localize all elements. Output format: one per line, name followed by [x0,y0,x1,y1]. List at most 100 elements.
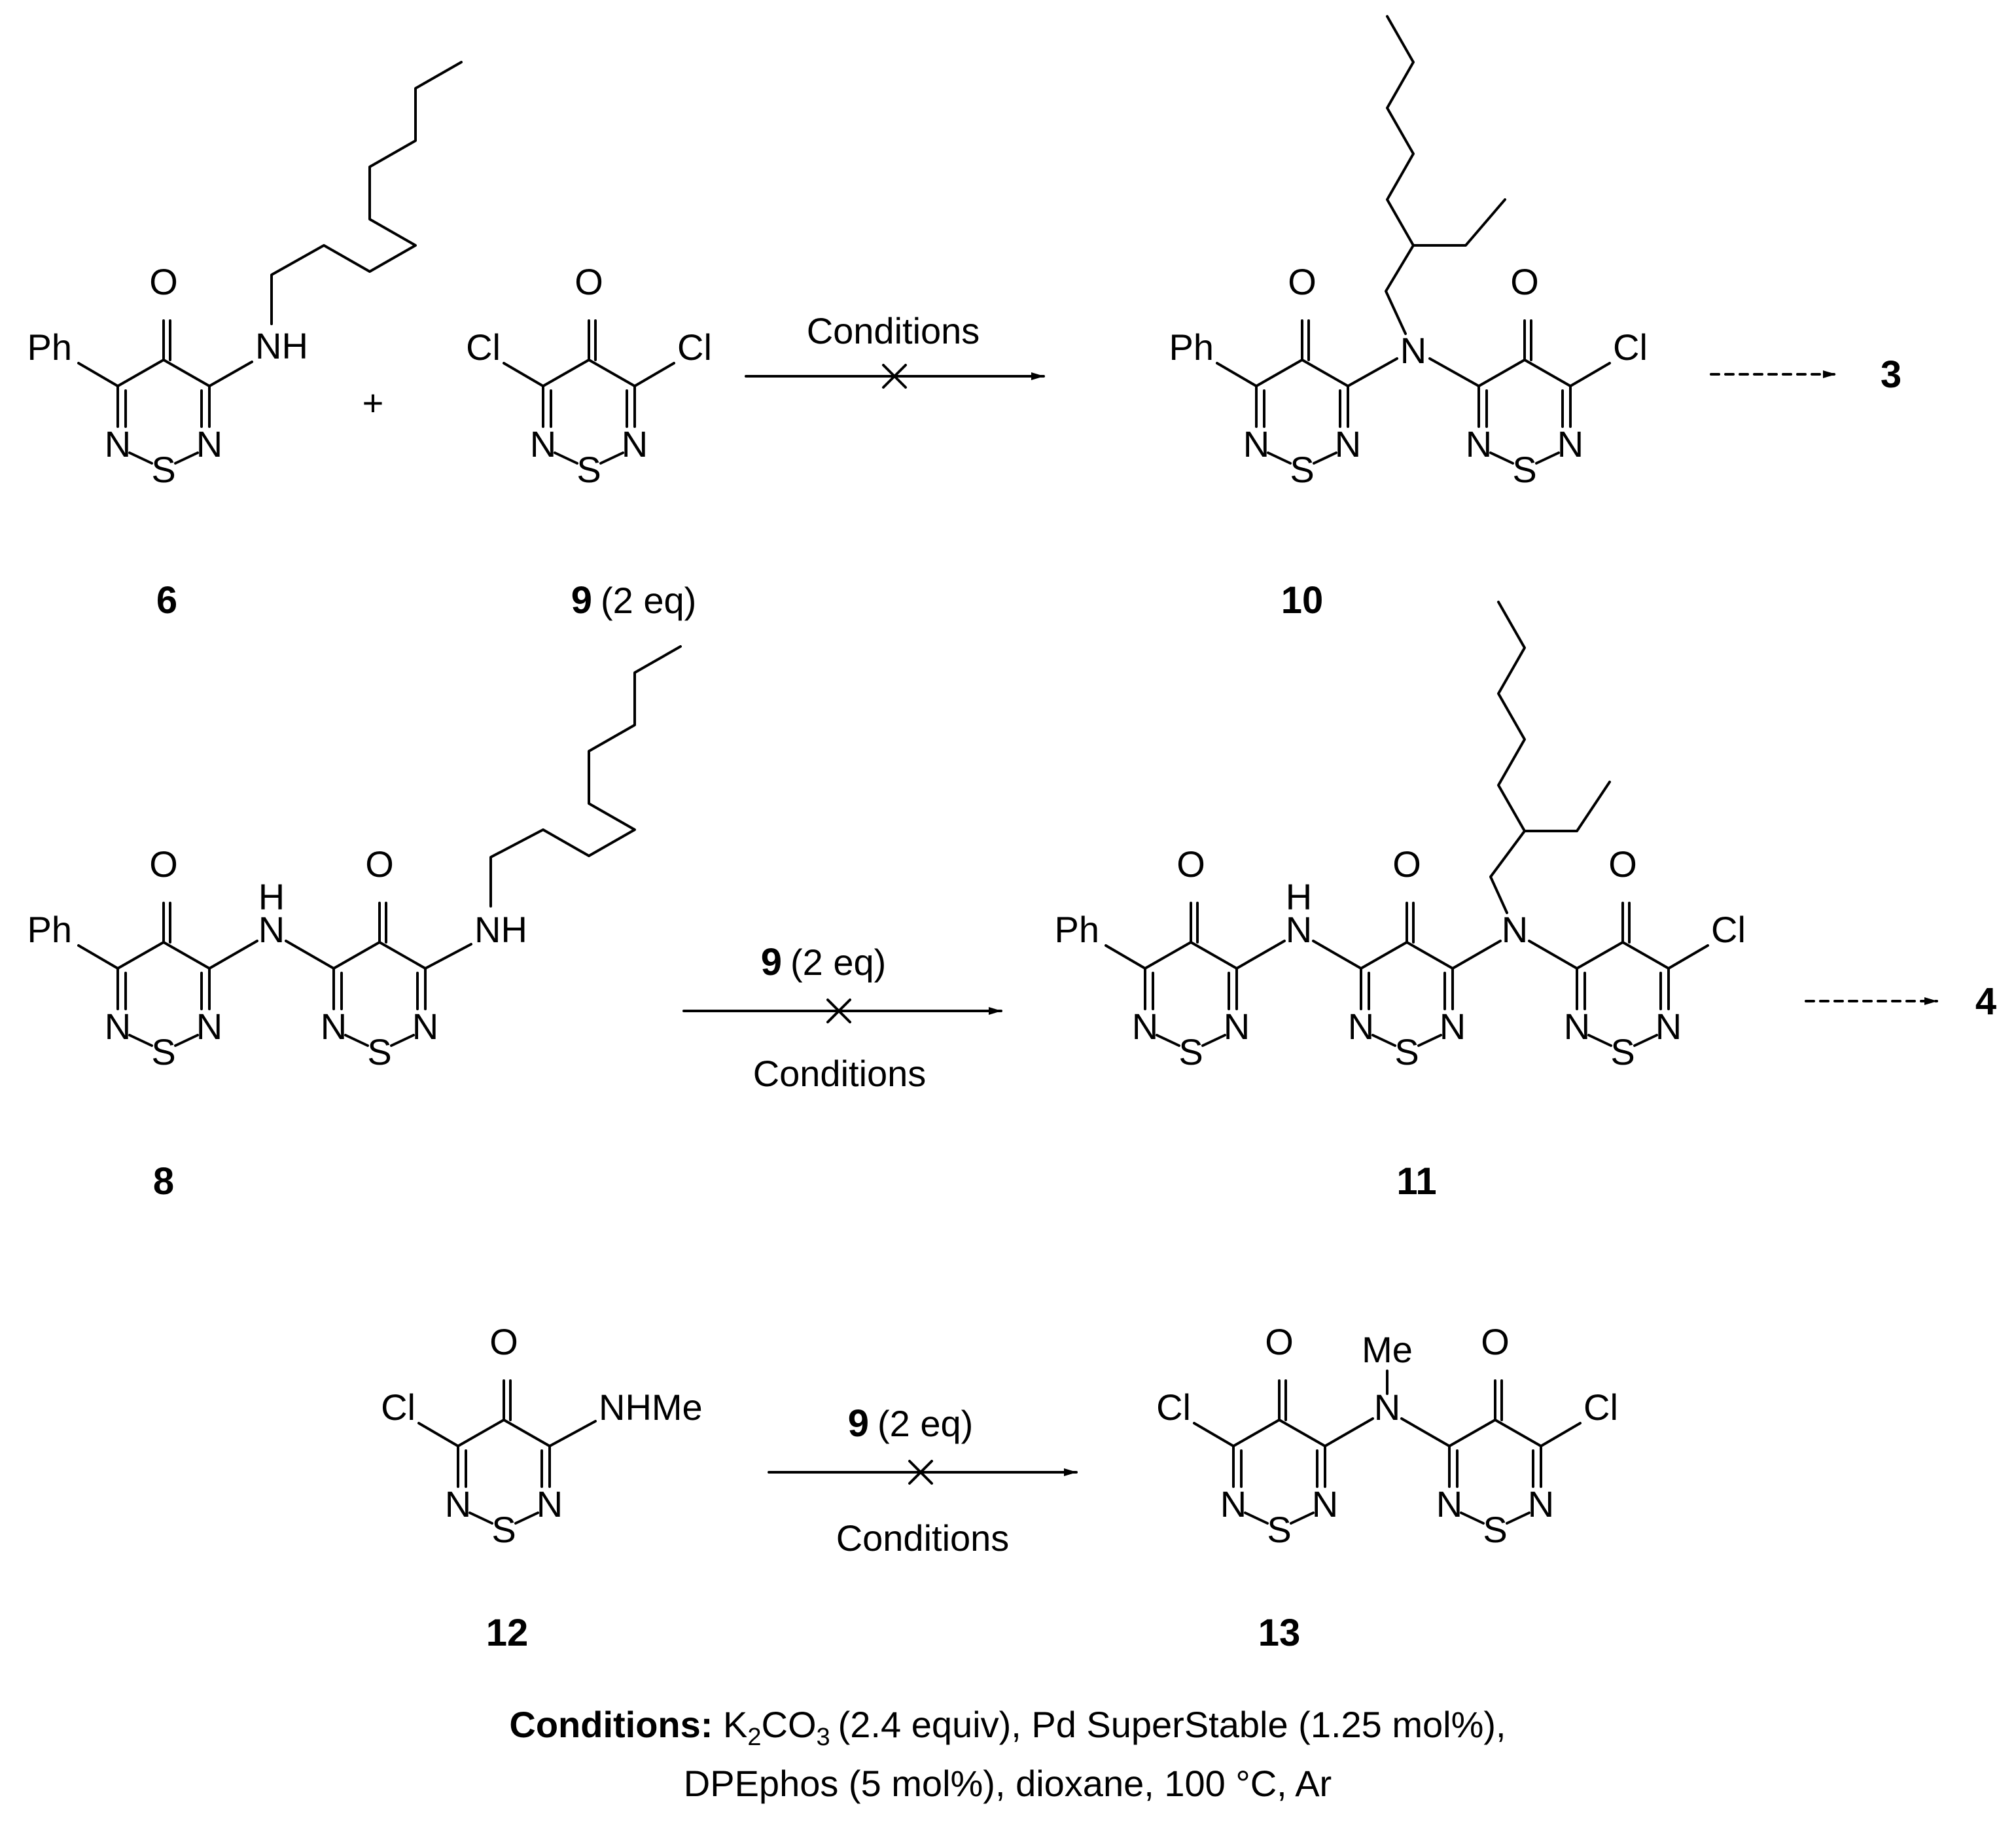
atom-o: O [1608,843,1637,885]
compound-9: O N N S Cl Cl [466,261,712,490]
compound-12-label: 12 [486,1612,529,1654]
atom-o: O [575,261,603,302]
reagent-9-label: 9 [761,941,782,983]
plus-sign: + [363,382,384,423]
atom-n: N [1335,423,1361,465]
atom-n: N [105,423,131,465]
conditions-label: Conditions [807,310,980,351]
atom-s: S [151,1031,175,1072]
atom-o: O [1510,261,1539,302]
atom-s: S [1178,1031,1203,1072]
atom-cl: Cl [381,1387,416,1428]
reaction-arrow-2: 9 (2 eq) Conditions [682,941,1002,1094]
atom-n: N [1655,1006,1682,1047]
compound-13-label: 13 [1258,1612,1301,1654]
ethyl-branch [1412,198,1506,247]
compound-12: O N N S Cl NHMe [381,1321,703,1550]
ethyl-branch [1523,781,1611,832]
atom-o: O [489,1321,518,1362]
conditions-label: Conditions [836,1517,1010,1559]
k2co3-k: K [723,1704,747,1745]
atom-s: S [576,449,601,490]
atom-s: S [1610,1031,1635,1072]
atom-n: N [1243,423,1269,465]
atom-s: S [491,1509,516,1550]
atom-nh: NH [474,909,527,950]
atom-n: N [1436,1483,1462,1525]
atom-n: N [412,1006,438,1047]
compound-11: O N N S Ph N H O N N S N O N N S Cl [1055,601,1746,1072]
atom-s: S [1512,449,1536,490]
atom-n: N [445,1483,471,1525]
atom-me: Me [1362,1329,1413,1370]
dashed-arrow-to-3: 3 [1710,353,1901,396]
compound-6: O N N S Ph NH [27,61,463,490]
atom-s: S [1267,1509,1291,1550]
compound-13: O N N S Cl N Me O N N S Cl [1156,1321,1618,1550]
atom-o: O [1481,1321,1510,1362]
ethylhexyl-chain [1489,601,1526,914]
conditions-footer-label: Conditions: [509,1704,713,1745]
atom-cl: Cl [1156,1387,1191,1428]
atom-cl: Cl [466,327,501,368]
ethylhexyl-chain [489,645,682,908]
atom-n: N [321,1006,347,1047]
atom-o: O [365,843,394,885]
k2co3-sub-2: 2 [747,1724,761,1751]
atom-ph: Ph [27,909,73,950]
compound-10: O N N S Ph N O N N S Cl [1169,15,1648,490]
atom-o: O [1265,1321,1294,1362]
atom-cl: Cl [677,327,712,368]
atom-ph: Ph [1169,327,1214,368]
atom-s: S [151,449,175,490]
compound-9-equiv: (2 eq) [601,580,696,621]
atom-nh-n: N [1286,909,1312,950]
k2co3-co: CO [762,1704,817,1745]
atom-n: N [1348,1006,1374,1047]
atom-nhme: NHMe [599,1387,703,1428]
atom-n: N [1557,423,1583,465]
compound-6-label: 6 [156,579,177,622]
atom-s: S [1290,449,1314,490]
atom-n: N [1224,1006,1250,1047]
ethylhexyl-chain [1385,15,1415,335]
compound-8: O N N S Ph N H O N N S NH [27,645,682,1072]
atom-o: O [1392,843,1421,885]
atom-ph: Ph [27,327,73,368]
atom-o: O [149,843,178,885]
k2co3-sub-3: 3 [817,1724,830,1751]
atom-s: S [1483,1509,1507,1550]
atom-n: N [1440,1006,1466,1047]
atom-nh-h: H [258,876,285,917]
atom-ph: Ph [1055,909,1100,950]
atom-n: N [1400,330,1426,371]
product-3-label: 3 [1881,353,1901,396]
atom-n: N [1220,1483,1247,1525]
conditions-label: Conditions [753,1053,927,1094]
atom-s: S [1394,1031,1419,1072]
atom-nh-n: N [258,909,285,950]
atom-n: N [1312,1483,1338,1525]
atom-n: N [196,423,222,465]
atom-o: O [1288,261,1317,302]
reagent-9-equiv: (2 eq) [877,1403,973,1444]
atom-cl: Cl [1613,327,1648,368]
atom-nh-h: H [1286,876,1312,917]
compound-8-label: 8 [153,1160,174,1203]
atom-s: S [367,1031,391,1072]
atom-n: N [105,1006,131,1047]
atom-n: N [1564,1006,1590,1047]
reaction-arrow-3: 9 (2 eq) Conditions [768,1402,1078,1559]
conditions-footer-rest: (2.4 equiv), Pd SuperStable (1.25 mol%), [838,1704,1506,1745]
atom-o: O [149,261,178,302]
dashed-arrow-to-4: 4 [1805,980,1996,1023]
atom-n: N [1132,1006,1158,1047]
atom-n: N [530,423,556,465]
atom-n: N [1528,1483,1554,1525]
atom-nh: NH [255,325,308,366]
compound-10-label: 10 [1281,579,1324,622]
atom-n: N [537,1483,563,1525]
atom-o: O [1176,843,1205,885]
conditions-footer-line2: DPEphos (5 mol%), dioxane, 100 °C, Ar [684,1763,1332,1804]
